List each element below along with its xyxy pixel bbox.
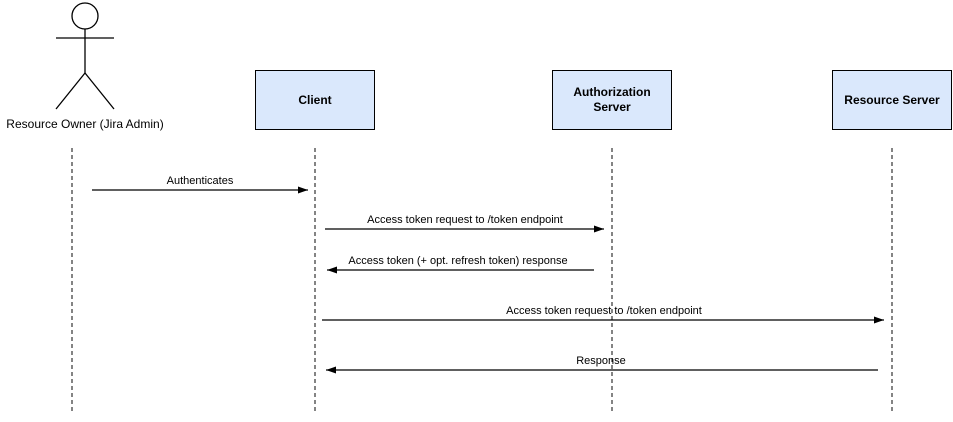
message-label-token-request-auth: Access token request to /token endpoint	[367, 214, 563, 226]
participant-label-client: Client	[298, 92, 332, 107]
participant-box-authorization-server: Authorization Server	[552, 70, 672, 130]
actor-left-leg	[55, 72, 86, 110]
actor-icon	[55, 2, 115, 110]
actor-right-leg	[84, 72, 115, 110]
participant-label-authorization-server: Authorization Server	[573, 85, 651, 114]
actor-head	[71, 2, 99, 30]
message-label-token-response: Access token (+ opt. refresh token) resp…	[348, 255, 568, 267]
message-label-token-request-resource: Access token request to /token endpoint	[506, 305, 702, 317]
participant-box-resource-server: Resource Server	[832, 70, 952, 130]
participant-label-resource-server: Resource Server	[844, 92, 940, 107]
actor-label: Resource Owner (Jira Admin)	[6, 117, 164, 131]
message-label-response: Response	[576, 355, 626, 367]
message-label-authenticates: Authenticates	[166, 175, 234, 187]
participant-box-client: Client	[255, 70, 375, 130]
